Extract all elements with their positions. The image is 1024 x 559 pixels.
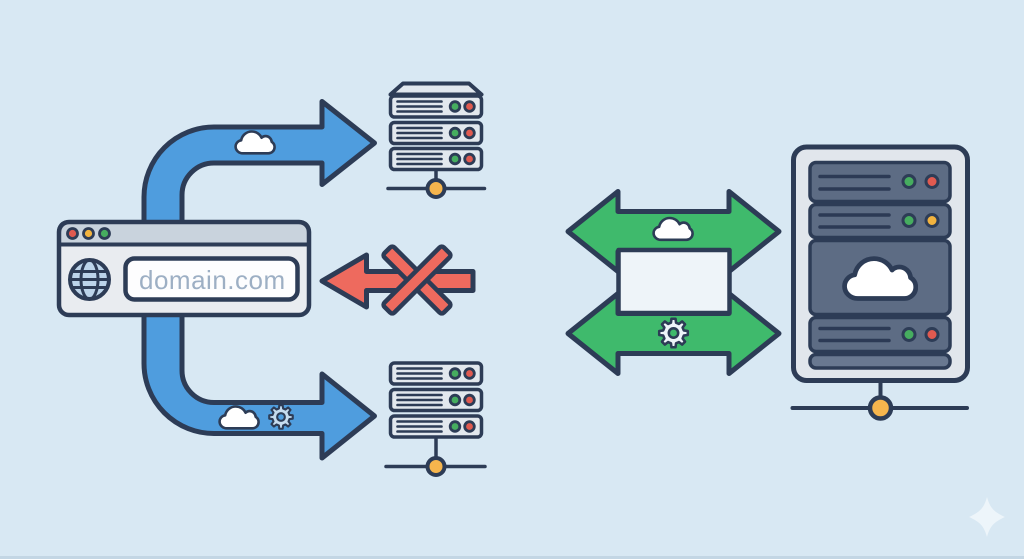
tower-unit-3	[808, 315, 952, 354]
network-node	[867, 395, 894, 421]
server-tower	[790, 144, 970, 421]
window-header	[57, 220, 311, 247]
status-led-red	[924, 327, 940, 342]
bottom-strip	[0, 556, 1024, 559]
traffic-light-red	[66, 227, 79, 240]
globe-icon	[68, 258, 111, 301]
server-stack-top	[386, 81, 487, 199]
status-led-red	[924, 174, 940, 189]
sparkle-icon	[969, 497, 1005, 537]
server-unit	[388, 94, 484, 119]
server-unit	[388, 361, 484, 386]
status-led-green	[901, 174, 917, 189]
window-frame	[56, 219, 312, 318]
tower-unit-2	[808, 202, 952, 240]
tower-panel	[808, 238, 952, 317]
traffic-light-green	[98, 227, 111, 240]
server-top-cap	[388, 81, 484, 97]
url-text: domain.com	[139, 265, 286, 295]
blue-arrow-top-shape	[141, 99, 377, 255]
network-node	[425, 456, 447, 477]
browser-window: domain.com	[56, 219, 312, 318]
blocked-arrow-shape	[319, 252, 476, 310]
server-stack-bottom	[384, 361, 487, 477]
x-cross-icon	[381, 244, 453, 316]
server-unit	[388, 387, 484, 413]
blue-arrow-bottom	[141, 285, 377, 461]
status-led-yellow	[924, 213, 940, 228]
traffic-light-yellow	[82, 227, 95, 240]
blue-arrow-top	[141, 99, 377, 255]
server-unit	[388, 146, 484, 172]
network-node	[425, 178, 447, 199]
blue-arrow-bottom-shape	[141, 285, 377, 461]
tower-base-bar	[808, 352, 952, 370]
status-led-green	[901, 213, 917, 228]
blocked-arrow	[319, 244, 476, 316]
server-unit	[388, 120, 484, 146]
exchange-box	[616, 247, 732, 316]
server-unit	[388, 414, 484, 439]
status-led-green	[901, 327, 917, 342]
url-field	[123, 256, 300, 302]
tower-unit-1	[808, 160, 952, 204]
